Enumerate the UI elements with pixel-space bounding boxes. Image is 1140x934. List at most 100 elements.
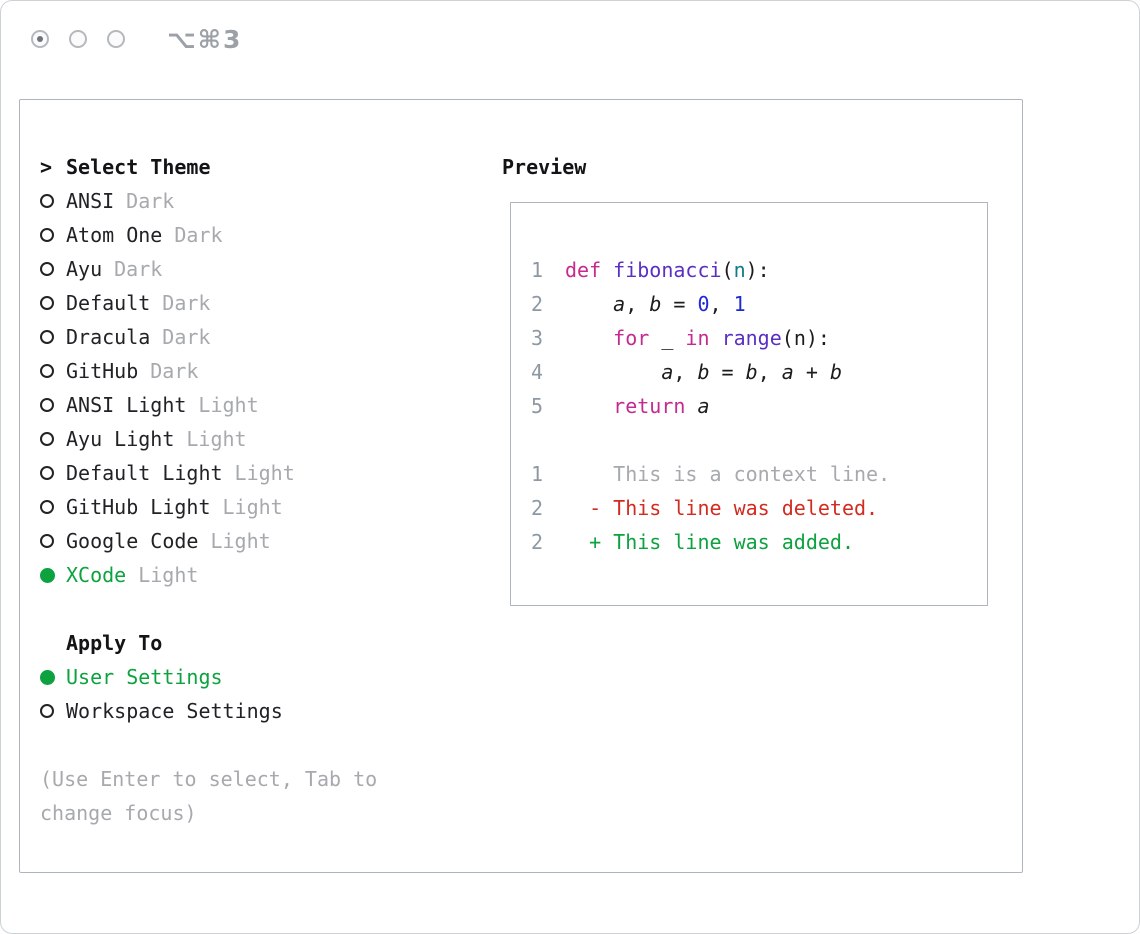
code-token: range (721, 326, 782, 350)
code-token (565, 394, 613, 418)
apply-to-option[interactable]: User Settings (40, 660, 377, 694)
traffic-light-2[interactable] (69, 30, 87, 48)
radio-cell (40, 500, 66, 514)
active-dot-icon (37, 36, 43, 42)
code-token: ( (721, 258, 734, 282)
line-number: 1 (531, 258, 544, 282)
radio-unselected-icon (40, 534, 54, 548)
theme-variant-label: Dark (126, 189, 175, 213)
theme-variant-label: Dark (162, 325, 211, 349)
code-token: , (673, 360, 698, 384)
code-token: return (613, 394, 686, 418)
preview-title: Preview (502, 155, 587, 179)
line-number: 4 (531, 360, 544, 384)
theme-option[interactable]: Default Dark (40, 286, 377, 320)
radio-cell (40, 194, 66, 208)
theme-option[interactable]: XCode Light (40, 558, 377, 592)
keyboard-shortcut-label: ⌥⌘3 (167, 25, 243, 54)
code-token: (n): (781, 326, 830, 350)
code-line: 5 return a (531, 389, 987, 423)
code-token (565, 360, 661, 384)
code-token: for (613, 326, 650, 350)
code-token: a (661, 360, 674, 384)
blank-line (565, 428, 577, 452)
radio-unselected-icon (40, 398, 54, 412)
apply-to-option[interactable]: Workspace Settings (40, 694, 377, 728)
radio-cell (40, 262, 66, 276)
theme-variant-label: Dark (162, 291, 211, 315)
code-token: , (625, 292, 650, 316)
code-line: 3 for _ in range(n): (531, 321, 987, 355)
code-token: - This line was deleted. (565, 496, 879, 520)
code-token: fibonacci (613, 258, 722, 282)
theme-variant-label: Light (138, 563, 199, 587)
code-token: b (697, 360, 710, 384)
theme-variant-label: Light (234, 461, 295, 485)
theme-option[interactable]: Google Code Light (40, 524, 377, 558)
code-line: 2 - This line was deleted. (531, 491, 987, 525)
code-line: 2 + This line was added. (531, 525, 987, 559)
code-token: = (709, 360, 746, 384)
radio-cell (40, 669, 66, 685)
radio-unselected-icon (40, 228, 54, 242)
radio-cell (40, 567, 66, 583)
code-token: + (793, 360, 830, 384)
line-number: 1 (531, 462, 544, 486)
radio-unselected-icon (40, 432, 54, 446)
radio-unselected-icon (40, 262, 54, 276)
apply-to-header: Apply To (40, 626, 377, 660)
pointer-icon: > (40, 155, 53, 179)
traffic-light-3[interactable] (107, 30, 125, 48)
radio-unselected-icon (40, 330, 54, 344)
code-token (565, 292, 613, 316)
spacer (40, 728, 377, 762)
theme-variant-label: Light (198, 393, 259, 417)
line-number: 2 (531, 496, 544, 520)
code-token: , (709, 292, 734, 316)
radio-selected-icon (40, 669, 55, 685)
code-token: a (781, 360, 794, 384)
theme-variant-label: Dark (114, 257, 163, 281)
code-token: = (661, 292, 698, 316)
spacer (40, 592, 377, 626)
code-token: b (745, 360, 758, 384)
code-token: This is a context line. (565, 462, 891, 486)
code-token: 1 (733, 292, 746, 316)
code-token (565, 326, 613, 350)
theme-name: Default (66, 291, 151, 315)
code-token: a (697, 394, 710, 418)
apply-to-name: Workspace Settings (66, 699, 283, 723)
radio-cell (40, 330, 66, 344)
theme-name: XCode (66, 563, 127, 587)
code-token: in (685, 326, 710, 350)
traffic-light-1[interactable] (31, 30, 49, 48)
code-token: a (613, 292, 626, 316)
radio-cell (40, 432, 66, 446)
theme-name: Google Code (66, 529, 199, 553)
theme-name: Atom One (66, 223, 163, 247)
theme-variant-label: Light (222, 495, 283, 519)
radio-cell (40, 228, 66, 242)
code-line: 2 a, b = 0, 1 (531, 287, 987, 321)
radio-unselected-icon (40, 466, 54, 480)
code-token: n (733, 258, 746, 282)
code-token: ): (745, 258, 770, 282)
line-number: 3 (531, 326, 544, 350)
radio-unselected-icon (40, 296, 54, 310)
hint-line-2: change focus) (40, 801, 197, 825)
theme-variant-label: Light (210, 529, 271, 553)
